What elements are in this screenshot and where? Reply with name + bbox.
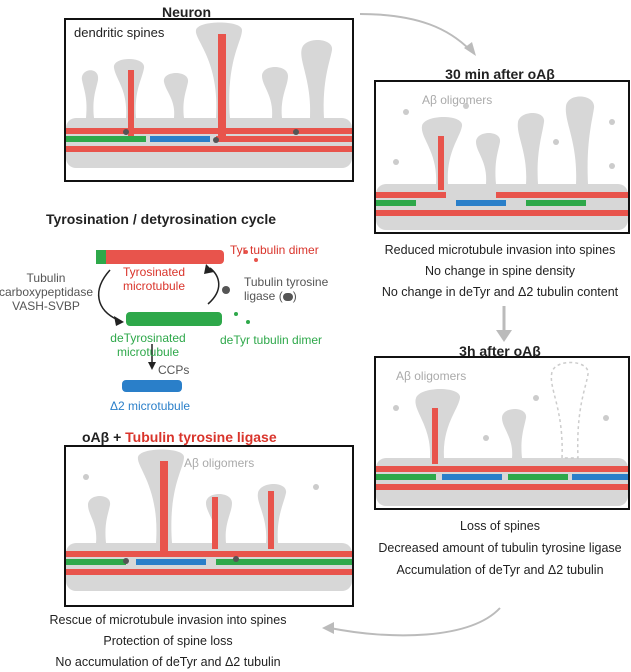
detyr-dimer-label: deTyr tubulin dimer: [220, 333, 323, 347]
cycle-title: Tyrosination / detyrosination cycle: [46, 211, 277, 227]
after3h-illustration: [376, 361, 628, 506]
dendritic-spines-label: dendritic spines: [74, 25, 165, 40]
tyrosinated-label-1: Tyrosinated: [122, 265, 186, 279]
neuron-illustration: [66, 22, 352, 168]
detyrosinated-label-2: microtubule: [116, 345, 180, 359]
after30-illustration: [376, 96, 628, 230]
neuron-title: Neuron: [162, 4, 211, 20]
after3h-result-1: Loss of spines: [460, 519, 540, 533]
carboxy-label-2: carboxypeptidase: [0, 285, 94, 299]
detyrosinated-label-1: deTyrosinated: [110, 331, 186, 345]
ligase-icon: [282, 292, 293, 301]
rescue-result-2: Protection of spine loss: [103, 634, 233, 648]
carboxy-label-1: Tubulin: [26, 271, 66, 285]
tyrosinated-label-2: microtubule: [122, 279, 186, 293]
rescue-title: oAβ + Tubulin tyrosine ligase: [82, 429, 277, 445]
rescue-result-3: No accumulation of deTyr and Δ2 tubulin: [55, 655, 281, 669]
delta2-label: Δ2 microtubule: [110, 399, 191, 413]
after30-oligomer-label: Aβ oligomers: [422, 93, 493, 107]
after3h-oligomer-label: Aβ oligomers: [396, 369, 467, 383]
tyr-dimer-label: Tyr tubulin dimer: [230, 243, 319, 257]
after30-panel: Aβ oligomers: [374, 80, 630, 234]
after30-title: 30 min after oAβ: [445, 66, 555, 82]
after3h-panel: Aβ oligomers: [374, 356, 630, 510]
after30-result-2: No change in spine density: [424, 264, 576, 278]
ligase-label-2: ligase (): [244, 289, 297, 303]
rescue-oligomer-label: Aβ oligomers: [184, 456, 255, 470]
after30-result-1: Reduced microtubule invasion into spines: [384, 243, 616, 257]
neuron-panel: dendritic spines: [64, 18, 354, 182]
rescue-result-1: Rescue of microtubule invasion into spin…: [49, 613, 287, 627]
rescue-panel: Aβ oligomers: [64, 445, 354, 607]
after3h-result-2: Decreased amount of tubulin tyrosine lig…: [378, 541, 622, 555]
after30-result-3: No change in deTyr and Δ2 tubulin conten…: [381, 285, 619, 299]
carboxy-label-3: VASH-SVBP: [12, 299, 80, 313]
ccps-label: CCPs: [158, 363, 190, 377]
ligase-label-1: Tubulin tyrosine: [244, 275, 329, 289]
cycle-diagram: [96, 250, 258, 392]
rescue-illustration: [66, 449, 352, 591]
after3h-title: 3h after oAβ: [459, 343, 541, 359]
after3h-result-3: Accumulation of deTyr and Δ2 tubulin: [396, 563, 604, 577]
